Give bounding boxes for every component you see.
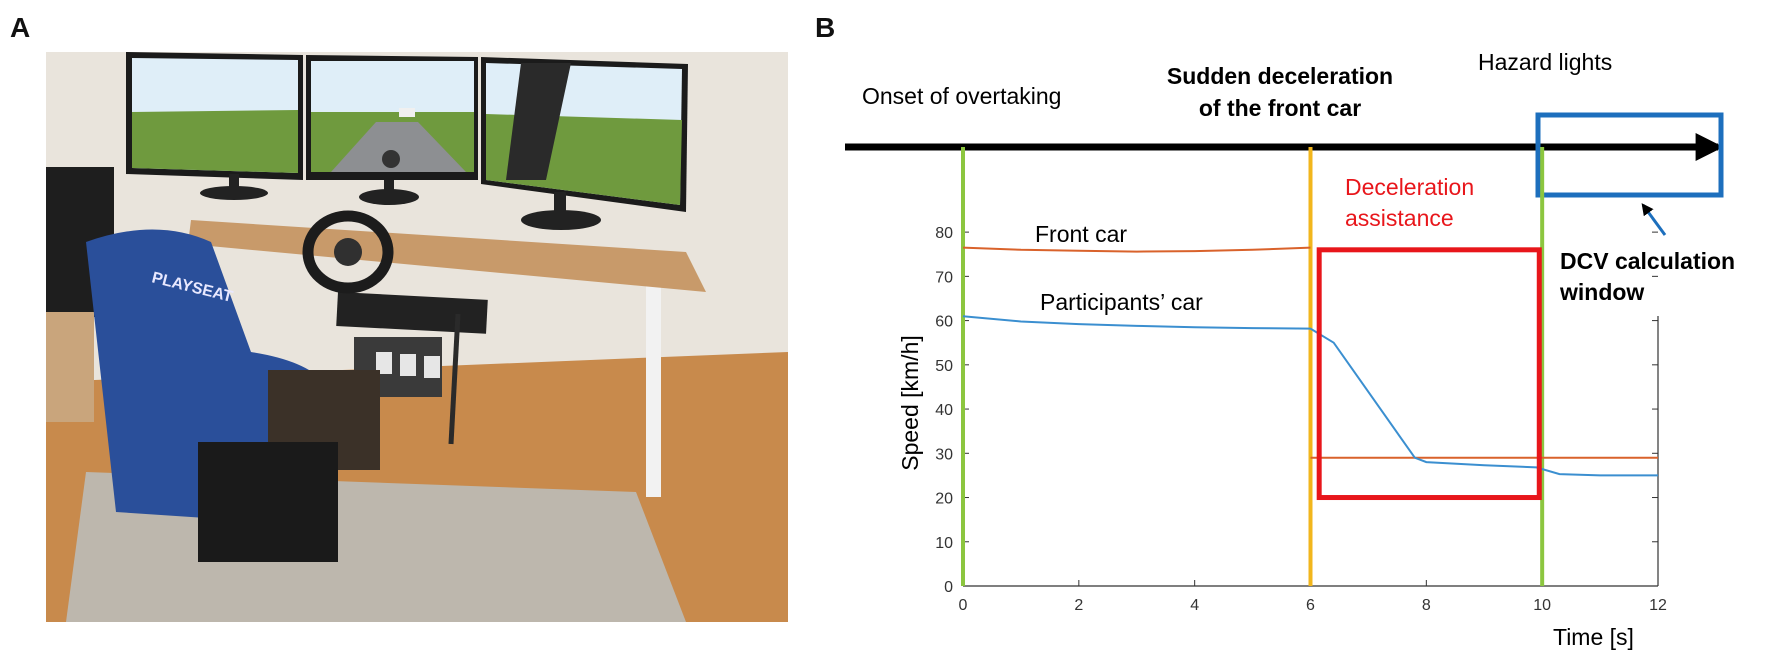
plot-area: 0 2 4 6 8 10 12 0 10 20 30 40 50 60 70 80 — [935, 147, 1667, 614]
dcv-window-pointer — [1641, 203, 1667, 236]
panel-label-a: A — [10, 12, 31, 43]
y-tick-label: 40 — [935, 402, 953, 419]
participants-car-speed-line — [962, 315, 1658, 477]
y-tick-label: 50 — [935, 358, 953, 375]
y-tick-label: 80 — [935, 225, 953, 242]
photo-seat-base — [198, 442, 338, 562]
photo-monitor-right — [481, 57, 688, 230]
deceleration-assistance-box — [1316, 247, 1542, 501]
x-tick-label: 6 — [1306, 597, 1315, 614]
dcv-window-box — [1535, 112, 1724, 198]
y-tick-label: 70 — [935, 269, 953, 286]
dcv-window-label-line2: window — [1559, 279, 1644, 305]
driving-simulator-photo: PLAYSEAT — [46, 52, 788, 622]
x-tick-label: 8 — [1422, 597, 1431, 614]
photo-desk-leg-right — [646, 267, 661, 497]
photo-pedal — [424, 356, 440, 378]
y-axis-label: Speed [km/h] — [897, 335, 923, 471]
photo-side-shelf — [46, 312, 94, 422]
x-tick-label: 4 — [1190, 597, 1199, 614]
photo-pedal — [376, 352, 392, 374]
y-tick-label: 20 — [935, 491, 953, 508]
y-tick-label: 0 — [944, 579, 953, 596]
x-axis-label: Time [s] — [1553, 624, 1634, 650]
assist-label-line1: Deceleration — [1345, 174, 1474, 200]
photo-keyboard-tray — [336, 292, 488, 334]
y-tick-label: 30 — [935, 446, 953, 463]
photo-desk-top — [188, 220, 706, 292]
y-tick-label: 10 — [935, 535, 953, 552]
photo-monitor-left — [126, 52, 303, 200]
series-label-participants-car: Participants’ car — [1040, 289, 1203, 315]
x-tick-label: 2 — [1074, 597, 1083, 614]
photo-wheel-hub — [334, 238, 362, 266]
photo-steering-wheel — [302, 210, 394, 294]
event-label-sudden-line2: of the front car — [1199, 95, 1361, 121]
event-label-onset: Onset of overtaking — [862, 83, 1061, 109]
x-tick-label: 10 — [1533, 597, 1551, 614]
event-label-hazard: Hazard lights — [1478, 49, 1612, 75]
front-car-speed-line — [962, 246, 1311, 253]
y-tick-label: 60 — [935, 314, 953, 331]
x-tick-label: 0 — [959, 597, 968, 614]
event-label-sudden-line1: Sudden deceleration — [1167, 63, 1393, 89]
series-label-front-car: Front car — [1035, 221, 1127, 247]
photo-pedal — [400, 354, 416, 376]
photo-monitor-center — [306, 55, 478, 205]
x-tick-label: 12 — [1649, 597, 1667, 614]
photo-stand — [448, 313, 461, 445]
assist-label-line2: assistance — [1345, 205, 1454, 231]
dcv-window-label-line1: DCV calculation — [1560, 248, 1735, 274]
panel-label-b: B — [815, 12, 836, 43]
